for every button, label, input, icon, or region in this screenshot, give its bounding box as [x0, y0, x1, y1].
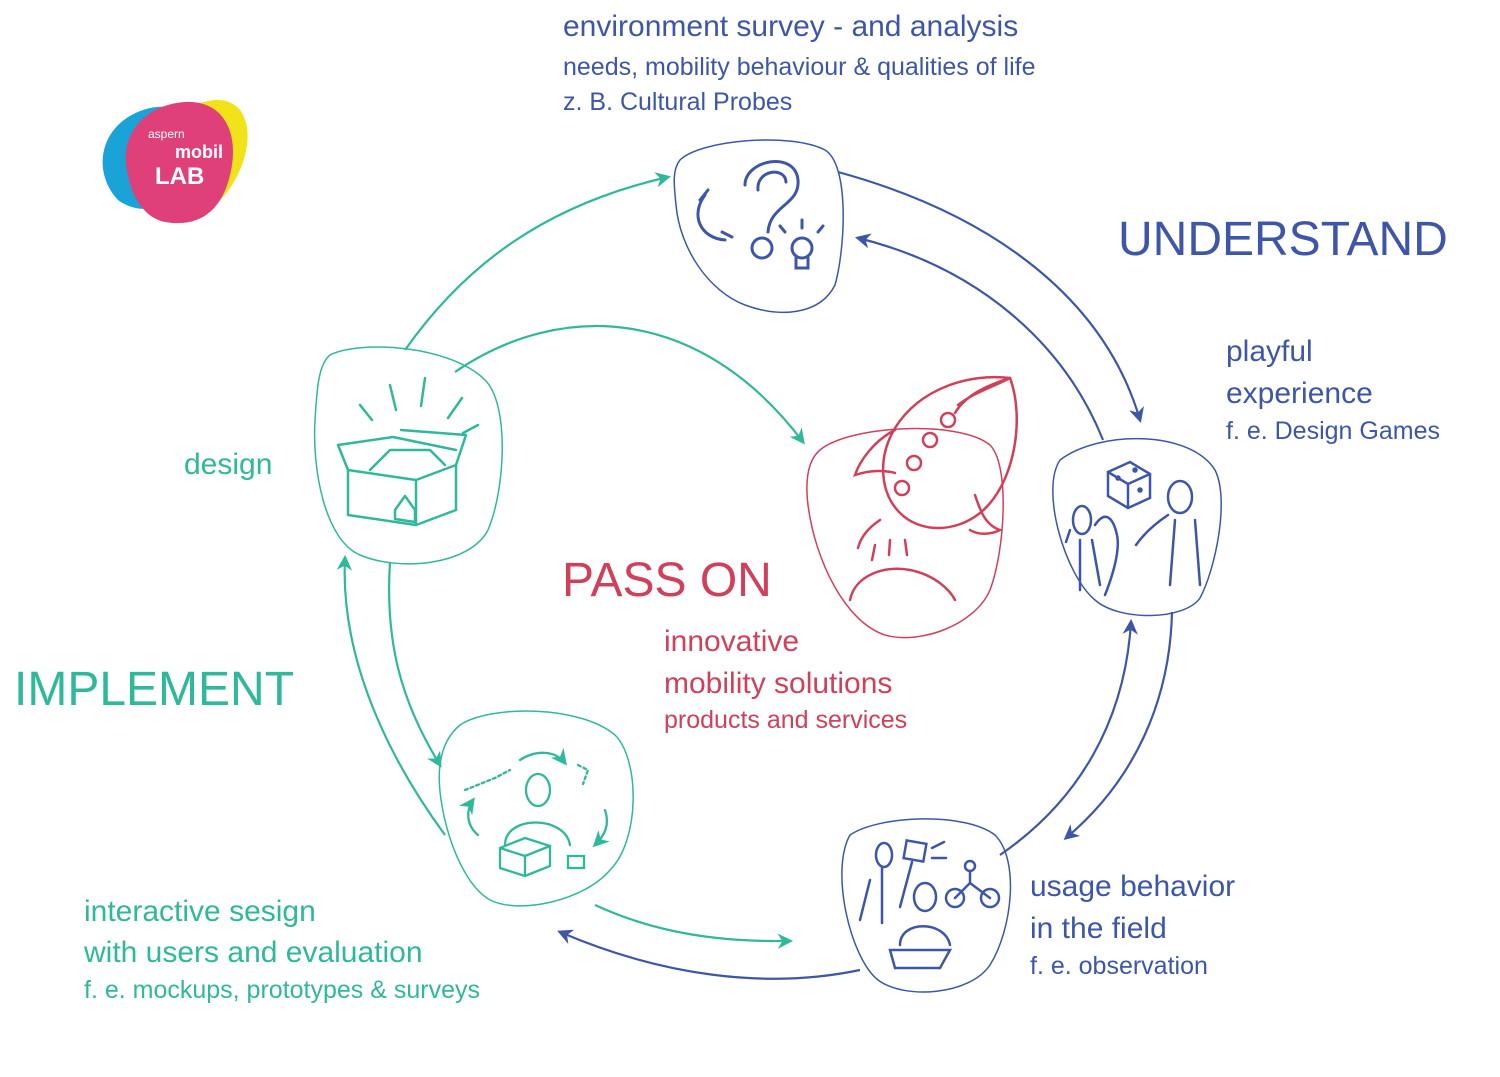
survey-example: z. B. Cultural Probes: [563, 88, 793, 116]
arrow-playful-to-survey: [855, 233, 1105, 441]
logo-line1: aspern: [148, 127, 185, 141]
arrow-usage-to-playful: [999, 618, 1138, 856]
blob-design: [313, 346, 503, 565]
survey-subtitle: needs, mobility behaviour & qualities of…: [563, 53, 1036, 81]
interactive-line2: with users and evaluation: [84, 936, 423, 969]
solutions-line2: mobility solutions: [664, 667, 893, 700]
interactive-example: f. e. mockups, prototypes & surveys: [84, 976, 480, 1004]
playful-line2: experience: [1226, 377, 1373, 410]
arrow-design-to-pass-on: [454, 325, 805, 445]
logo-line2: mobil: [175, 142, 223, 162]
blob-pass-on: [806, 427, 1004, 639]
phase-implement: IMPLEMENT: [14, 663, 295, 716]
solutions-example: products and services: [664, 706, 908, 734]
logo-line3: LAB: [155, 163, 205, 190]
question-lightbulb-icon: [696, 160, 825, 270]
playful-line1: playful: [1226, 335, 1313, 368]
blob-playful: [1052, 437, 1222, 617]
blob-survey: [673, 139, 844, 314]
survey-title: environment survey - and analysis: [563, 10, 1019, 43]
phase-understand: UNDERSTAND: [1118, 213, 1448, 266]
prototype-icon: [459, 747, 610, 878]
arrow-survey-to-playful: [837, 170, 1144, 423]
arrow-interactive-to-design: [336, 554, 446, 836]
design-label: design: [184, 448, 273, 481]
playful-example: f. e. Design Games: [1226, 417, 1440, 445]
arrow-interactive-to-usage: [594, 904, 794, 949]
open-box-icon: [336, 376, 480, 527]
solutions-line1: innovative: [664, 625, 800, 658]
arrow-playful-to-usage: [1063, 611, 1174, 840]
aspern-mobil-lab-logo: [102, 99, 248, 224]
blob-usage: [841, 818, 1012, 993]
dice-people-icon: [1064, 460, 1202, 597]
arrow-usage-to-interactive: [557, 929, 861, 980]
blob-interactive: [438, 710, 634, 907]
usage-line2: in the field: [1030, 912, 1167, 945]
interactive-line1: interactive sesign: [84, 895, 316, 928]
rocket-icon: [848, 375, 1018, 602]
observation-icon: [858, 838, 1001, 970]
arrow-design-to-survey: [404, 172, 672, 351]
phase-pass-on: PASS ON: [562, 554, 772, 607]
arrow-design-to-interactive: [387, 561, 442, 768]
usage-line1: usage behavior: [1030, 870, 1236, 903]
usage-example: f. e. observation: [1030, 952, 1208, 980]
